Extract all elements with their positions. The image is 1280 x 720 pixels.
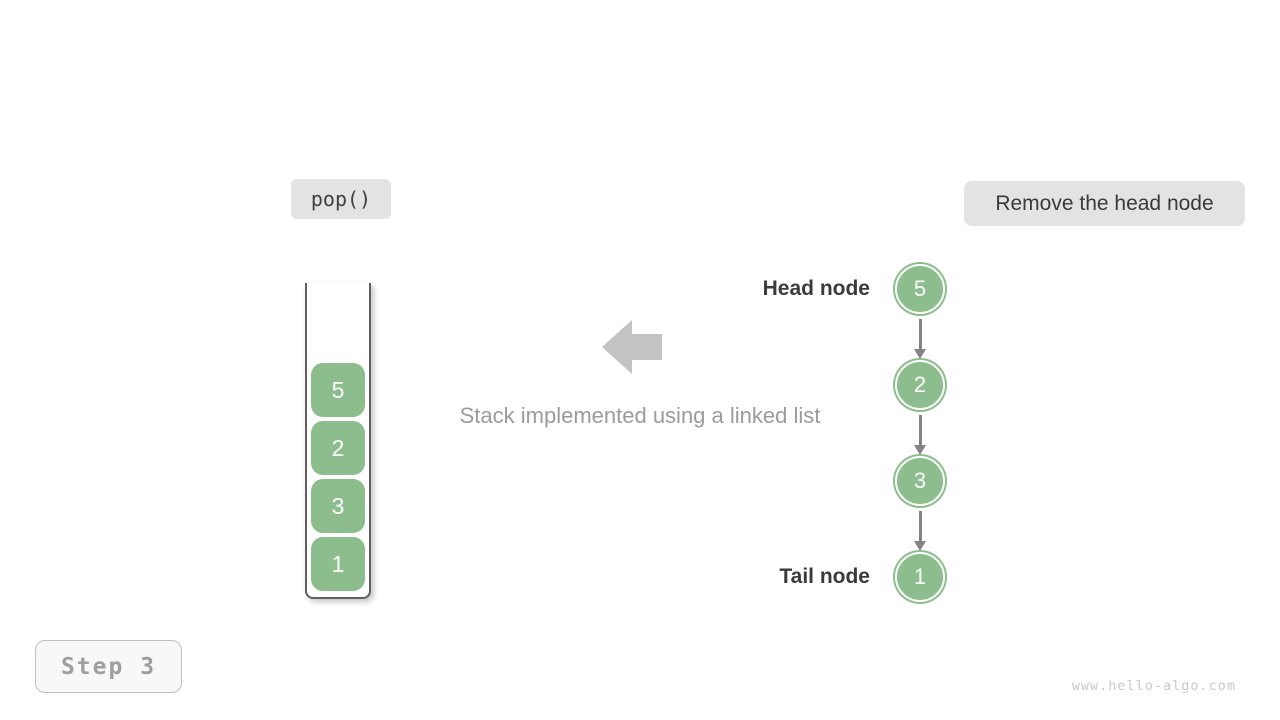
stack-cell: 1 xyxy=(311,537,365,591)
stack-cell: 3 xyxy=(311,479,365,533)
pop-operation-label: pop() xyxy=(291,179,391,219)
down-arrow-icon xyxy=(909,415,931,455)
stack-container: 5 2 3 1 xyxy=(305,283,371,599)
linked-list-node: 1 xyxy=(895,552,945,602)
tail-node-label: Tail node xyxy=(779,565,870,588)
stack-cell: 2 xyxy=(311,421,365,475)
remove-head-node-label: Remove the head node xyxy=(964,181,1245,226)
linked-list-node: 5 xyxy=(895,264,945,314)
arrow-line xyxy=(919,511,922,542)
arrow-head xyxy=(914,541,926,551)
arrow-line xyxy=(919,319,922,350)
left-arrow-icon xyxy=(602,320,662,374)
arrow-head xyxy=(914,349,926,359)
head-node-label: Head node xyxy=(762,277,870,300)
down-arrow-icon xyxy=(909,511,931,551)
down-arrow-icon xyxy=(909,319,931,359)
caption-text: Stack implemented using a linked list xyxy=(459,403,821,428)
stack-cell: 5 xyxy=(311,363,365,417)
watermark-text: www.hello-algo.com xyxy=(1071,678,1236,694)
linked-list-node: 3 xyxy=(895,456,945,506)
linked-list-node: 2 xyxy=(895,360,945,410)
arrow-head xyxy=(914,445,926,455)
arrow-line xyxy=(919,415,922,446)
step-badge: Step 3 xyxy=(35,640,182,693)
